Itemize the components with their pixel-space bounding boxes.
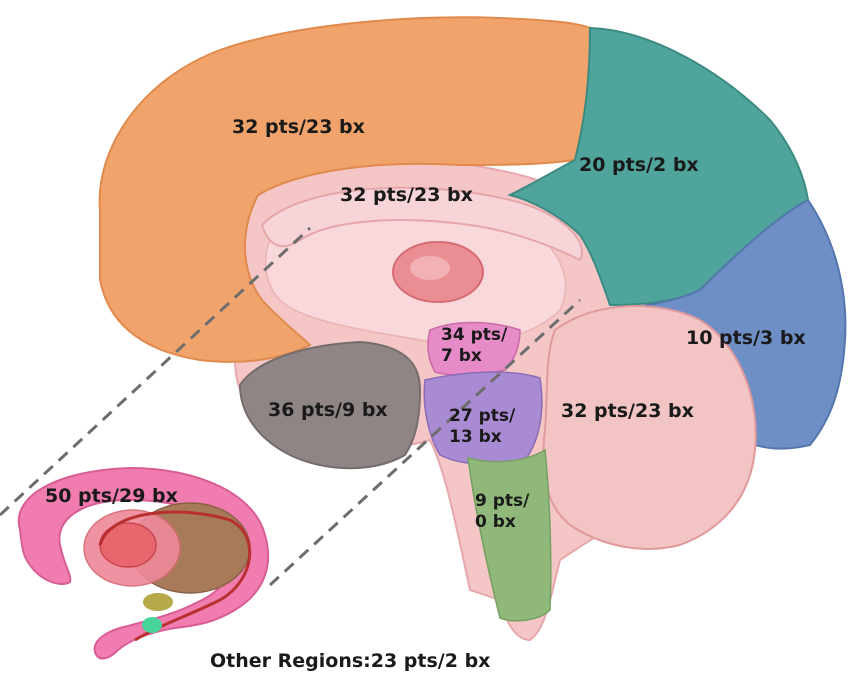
basal-ganglia-label: 50 pts/29 bx xyxy=(45,485,178,507)
temporal-label: 36 pts/9 bx xyxy=(268,399,388,421)
pons-label: 27 pts/ 13 bx xyxy=(449,406,516,448)
amygdala-shape xyxy=(142,617,162,633)
parietal-lobe-shape xyxy=(507,26,810,307)
other-regions-caption: Other Regions:23 pts/2 bx xyxy=(210,650,491,672)
corpus-callosum-label: 32 pts/23 bx xyxy=(340,184,473,206)
midbrain-label: 34 pts/ 7 bx xyxy=(441,325,508,367)
zoom-line-upper xyxy=(0,226,312,517)
substantia-nigra-shape xyxy=(143,593,173,611)
frontal-lobe-shape xyxy=(98,16,592,363)
corpus-callosum-shape xyxy=(260,186,583,262)
cerebellum-label: 32 pts/23 bx xyxy=(561,400,694,422)
midbrain-shape xyxy=(427,321,521,377)
parietal-label: 20 pts/2 bx xyxy=(579,154,699,176)
fornix-line xyxy=(98,510,252,642)
zoom-line-lower xyxy=(268,298,582,587)
medulla-label: 9 pts/ 0 bx xyxy=(475,491,530,533)
frontal-label: 32 pts/23 bx xyxy=(232,116,365,138)
cerebellum-shape xyxy=(542,305,757,550)
occipital-label: 10 pts/3 bx xyxy=(686,327,806,349)
temporal-lobe-shape xyxy=(238,340,422,470)
basal-ganglia-inset xyxy=(17,466,270,660)
thalamus-inner xyxy=(410,256,450,280)
medulla-shape xyxy=(467,448,552,622)
